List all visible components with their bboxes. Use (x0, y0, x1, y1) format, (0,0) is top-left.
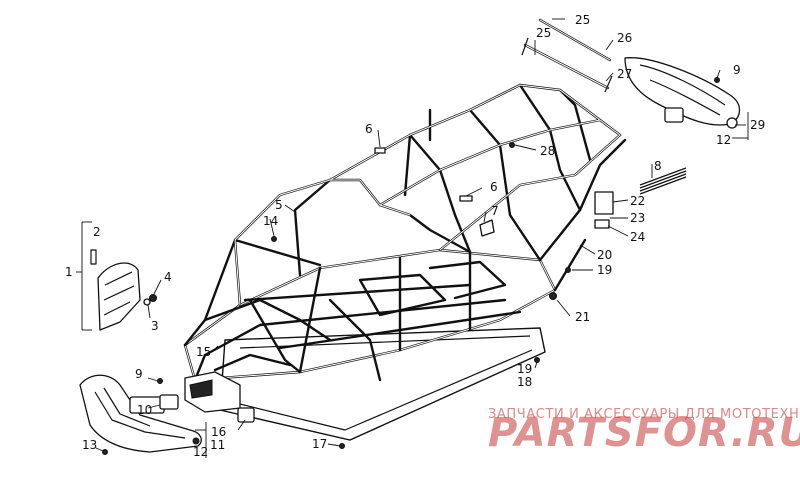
rear-bumper (624, 57, 741, 129)
callout-29: 29 (750, 118, 765, 132)
spring-part (639, 167, 687, 195)
callout-13: 13 (82, 438, 97, 452)
callout-22: 22 (630, 194, 645, 208)
callout-18: 18 (517, 375, 532, 389)
callout-4: 4 (164, 270, 172, 284)
callout-labels: 1 2 3 4 5 6 6 7 8 9 9 10 11 12 12 13 14 … (65, 13, 765, 459)
front-guard (159, 371, 255, 423)
callout-15: 15 (196, 345, 211, 359)
callout-17: 17 (312, 437, 327, 451)
callout-21: 21 (575, 310, 590, 324)
callout-27: 27 (617, 67, 632, 81)
callout-5: 5 (275, 198, 283, 212)
watermark-tagline: ЗАПЧАСТИ И АКСЕССУАРЫ ДЛЯ МОТОТЕХНИКИ (488, 407, 800, 422)
callout-6a: 6 (365, 122, 373, 136)
callout-20: 20 (597, 248, 612, 262)
callout-9a: 9 (733, 63, 741, 77)
side-panel (90, 249, 141, 331)
watermark: ЗАПЧАСТИ И АКСЕССУАРЫ ДЛЯ МОТОТЕХНИКИ PA… (488, 407, 800, 456)
callout-25b: 25 (536, 26, 551, 40)
callout-1: 1 (65, 265, 73, 279)
rear-upper-tubes (521, 18, 613, 93)
callout-7: 7 (491, 204, 499, 218)
fasteners (102, 77, 720, 455)
watermark-brand: PARTSFOR.RU (488, 410, 800, 456)
callout-12a: 12 (716, 133, 731, 147)
callout-8: 8 (654, 159, 662, 173)
callout-26: 26 (617, 31, 632, 45)
callout-24: 24 (630, 230, 645, 244)
callout-10: 10 (137, 403, 152, 417)
callout-28: 28 (540, 144, 555, 158)
leader-lines (76, 18, 749, 458)
callout-9b: 9 (135, 367, 143, 381)
callout-6b: 6 (490, 180, 498, 194)
front-bumper (79, 374, 202, 453)
callout-19b: 19 (517, 362, 532, 376)
callout-12b: 12 (193, 445, 208, 459)
callout-23: 23 (630, 211, 645, 225)
callout-25a: 25 (575, 13, 590, 27)
callout-16: 16 (211, 425, 226, 439)
callout-2: 2 (93, 225, 101, 239)
callout-11: 11 (210, 438, 225, 452)
callout-19a: 19 (597, 263, 612, 277)
callout-3: 3 (151, 319, 159, 333)
callout-14: 14 (263, 214, 278, 228)
main-frame (183, 83, 627, 382)
